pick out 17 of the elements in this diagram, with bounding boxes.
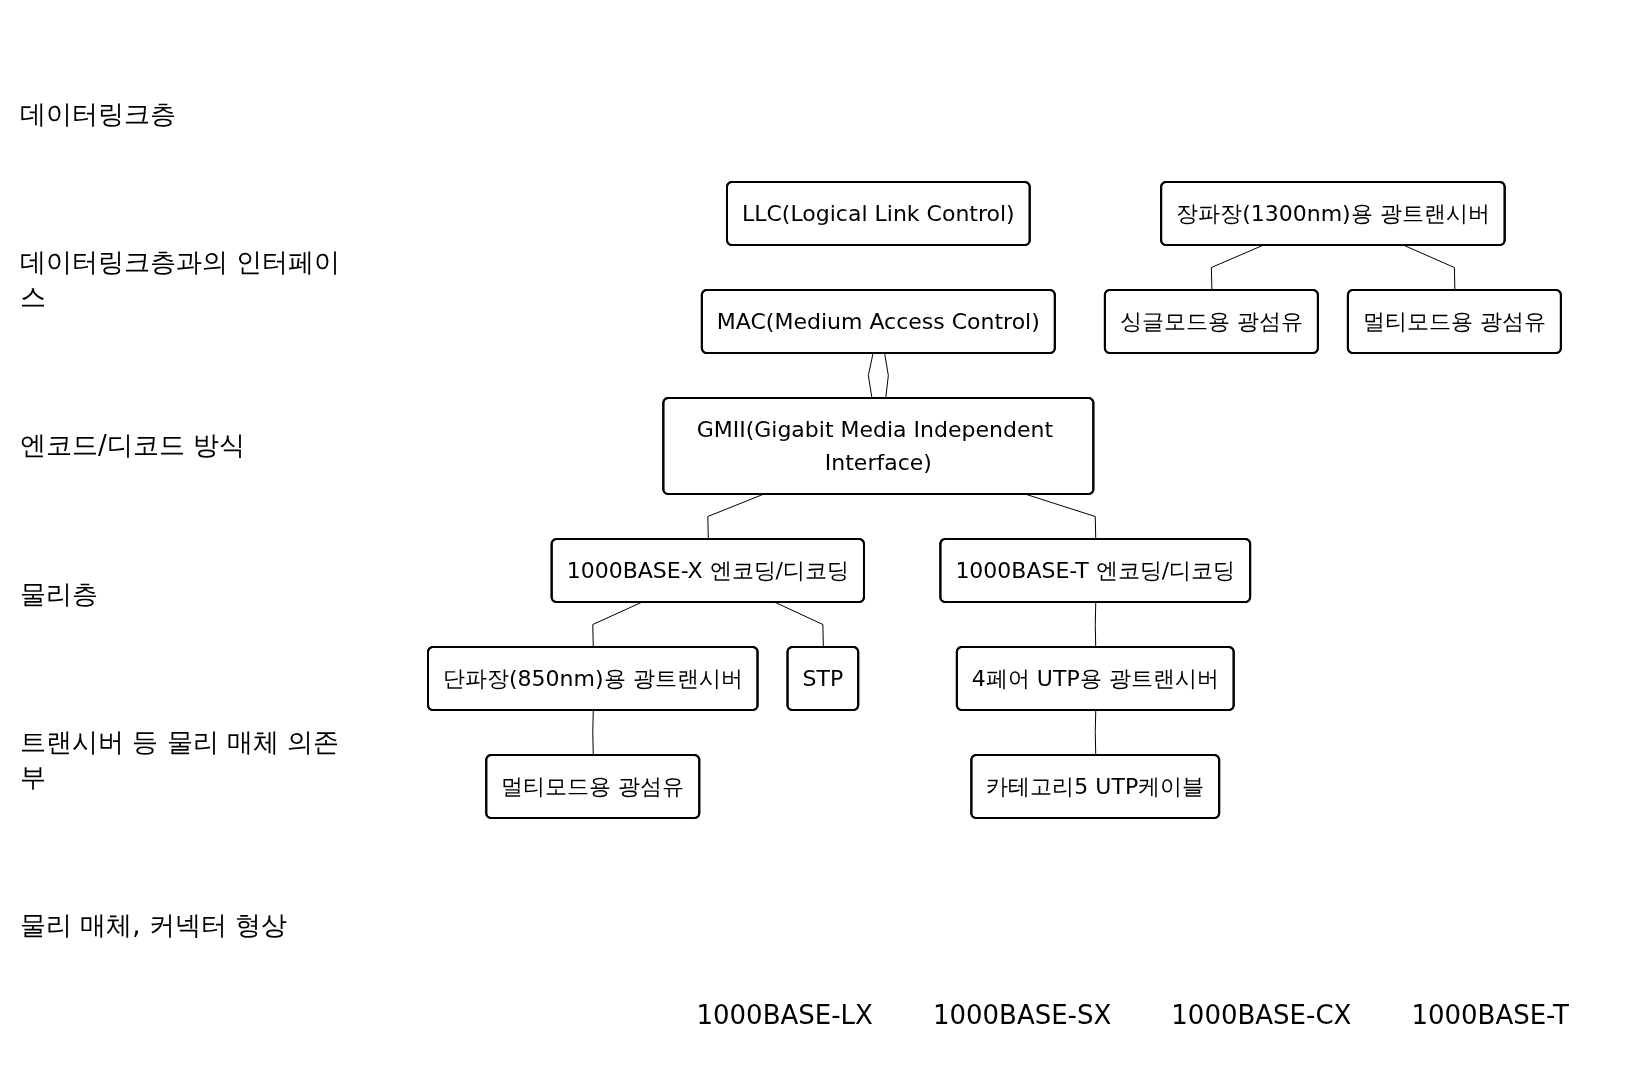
standard-label: 1000BASE-CX — [1171, 1000, 1352, 1030]
layer-label: 엔코드/디코드 방식 — [20, 429, 247, 463]
layer-label: 데이터링크층 — [20, 97, 177, 131]
connector — [1094, 710, 1097, 756]
layer-label: 물리층 — [20, 577, 99, 611]
layer-label: 데이터링크층과의 인터페이스 — [20, 246, 342, 314]
connector — [592, 710, 594, 756]
layer-label: 물리 매체, 커넥터 형상 — [20, 909, 289, 943]
connector — [592, 602, 642, 648]
connector — [867, 353, 874, 399]
layer-label: 트랜시버 등 물리 매체 의존부 — [20, 725, 341, 794]
standard-label: 1000BASE-SX — [932, 1000, 1112, 1030]
connector — [884, 353, 889, 399]
connector — [775, 602, 824, 648]
connector — [1094, 602, 1097, 648]
standard-label: 1000BASE-T — [1411, 1000, 1569, 1030]
standard-label: 1000BASE-LX — [696, 1000, 873, 1030]
